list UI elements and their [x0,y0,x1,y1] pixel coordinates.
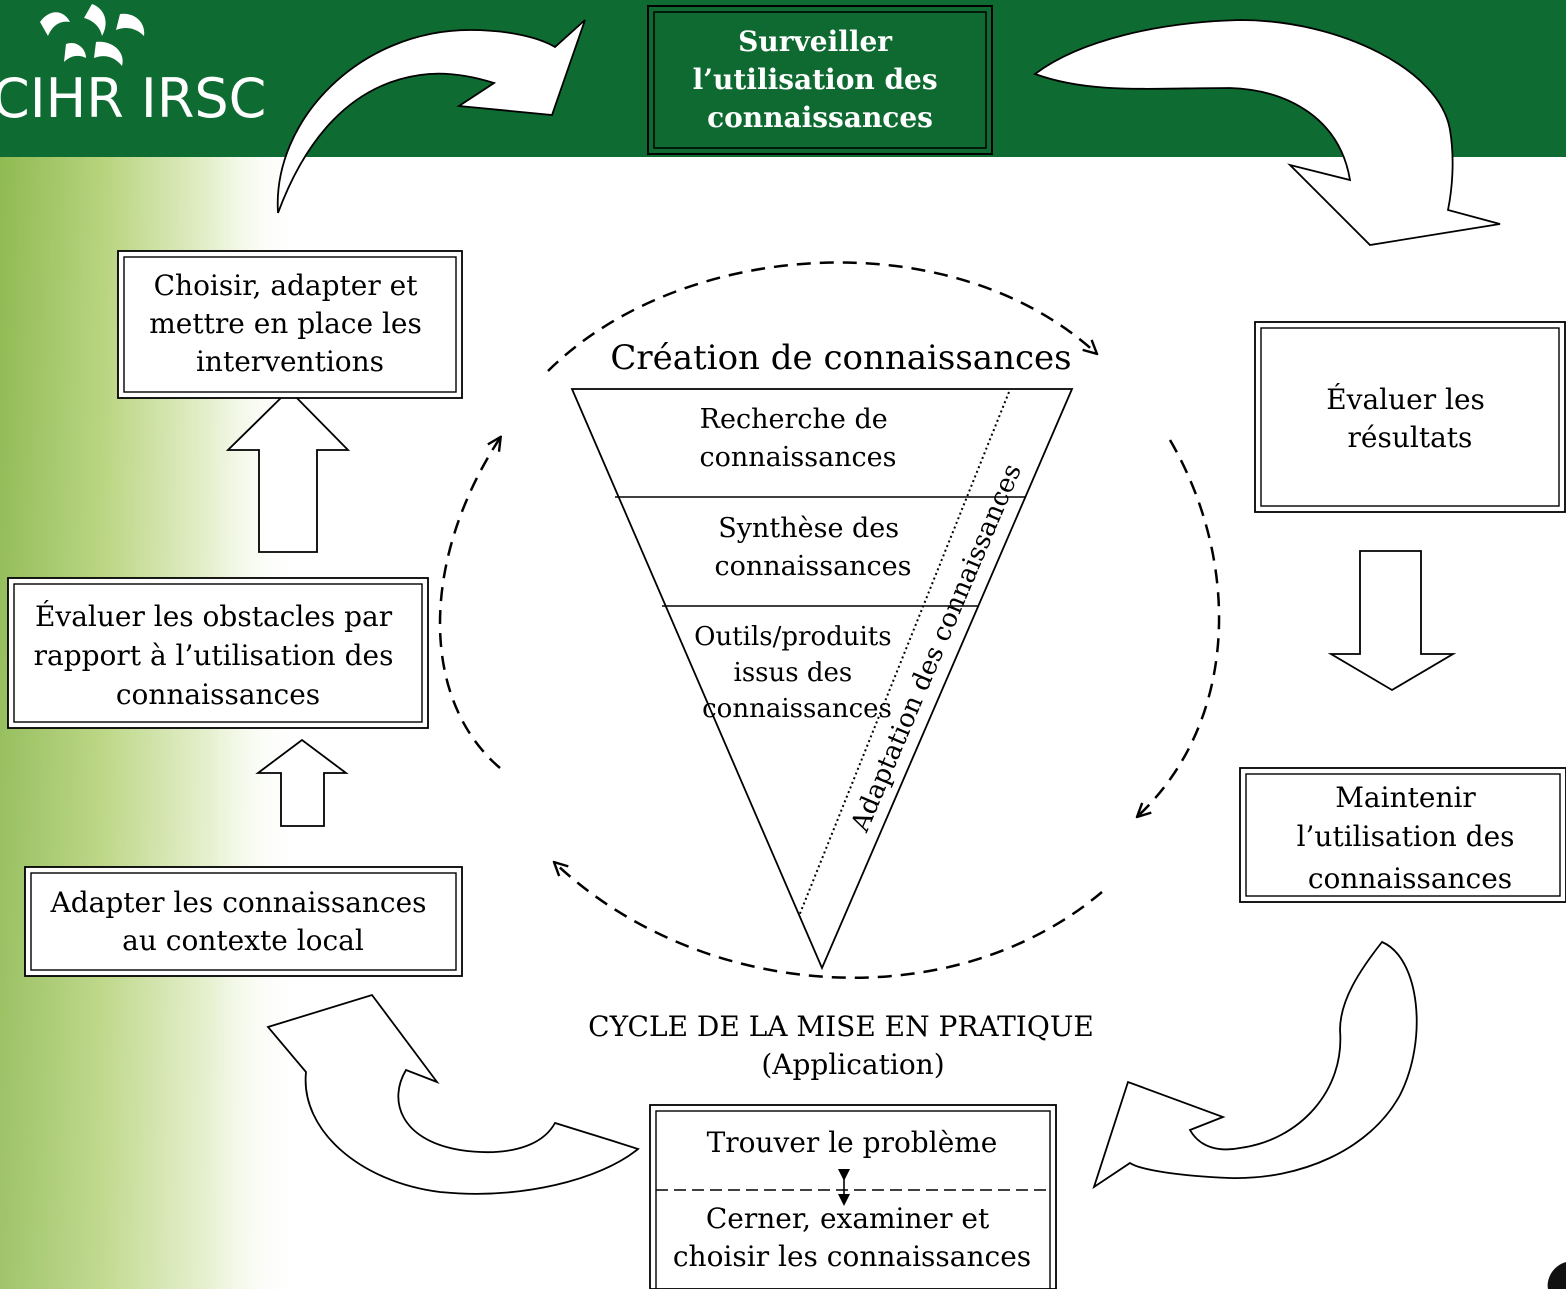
curved-arrow-top-left [276,19,586,214]
funnel-level-2: Synthèse des connaissances [714,513,911,582]
identify-problem-label: Trouver le problème [707,1126,998,1159]
block-arrow-up-small [255,738,349,827]
dashed-arrow-right [1138,439,1221,816]
curved-arrow-top-right [1033,19,1501,246]
dashed-arrow-top [547,261,1096,372]
funnel-dotted-divider [798,391,1010,917]
funnel-title: Création de connaissances [610,338,1071,378]
sustain-use-box: Maintenir l’utilisation des connaissance… [1239,767,1566,903]
logo-text: CIHR IRSC [0,67,266,130]
block-arrow-up-large [225,388,351,553]
cycle-subtitle: (Application) [761,1048,944,1081]
select-knowledge-label: Cerner, examiner et choisir les connaiss… [673,1202,1031,1273]
svg-text:Évaluer les résultats: Évaluer les résultats [1326,383,1494,454]
funnel-level-3: Outils/produits issus des connaissances [694,622,900,724]
dashed-arrow-bottom [555,863,1103,979]
block-arrow-down [1327,550,1457,692]
monitor-label: Surveiller l’utilisation des connaissanc… [693,25,948,134]
assess-barriers-box: Évaluer les obstacles par rapport à l’ut… [7,577,429,729]
svg-text:Évaluer les obstacles par: Évaluer les obstacles par rapport à l’ut… [34,600,403,711]
cycle-caption: CYCLE DE LA MISE EN PRATIQUE (Applicatio… [588,1010,1094,1081]
corner-decoration [1547,1262,1566,1289]
curved-arrow-bottom-right [1092,940,1418,1190]
curved-arrow-bottom-left [266,993,640,1195]
choose-interventions-box: Choisir, adapter et mettre en place les … [117,250,463,399]
svg-text:Maintenir l’utilisation: Maintenir l’utilisation des connaissance… [1297,781,1524,895]
cihr-logo: CIHR IRSC [0,4,266,130]
monitor-box: Surveiller l’utilisation des connaissanc… [647,5,993,155]
knowledge-funnel: Création de connaissances Recherche de c… [570,338,1074,971]
evaluate-outcomes-box: Évaluer les résultats [1254,321,1566,513]
dashed-arrow-left [438,438,500,769]
leaf-emblem-icon [40,4,145,66]
svg-text:Adapter les connaissances: Adapter les connaissances au contexte lo… [50,886,436,957]
funnel-level-1: Recherche de connaissances [699,404,896,473]
cycle-title: CYCLE DE LA MISE EN PRATIQUE [588,1010,1094,1043]
dashed-cycle [438,261,1221,979]
identify-problem-box: Trouver le problème Cerner, examiner et … [649,1104,1057,1289]
svg-text:Choisir, adapter et mett: Choisir, adapter et mettre en place les … [149,269,431,378]
adapt-knowledge-box: Adapter les connaissances au contexte lo… [24,866,463,977]
